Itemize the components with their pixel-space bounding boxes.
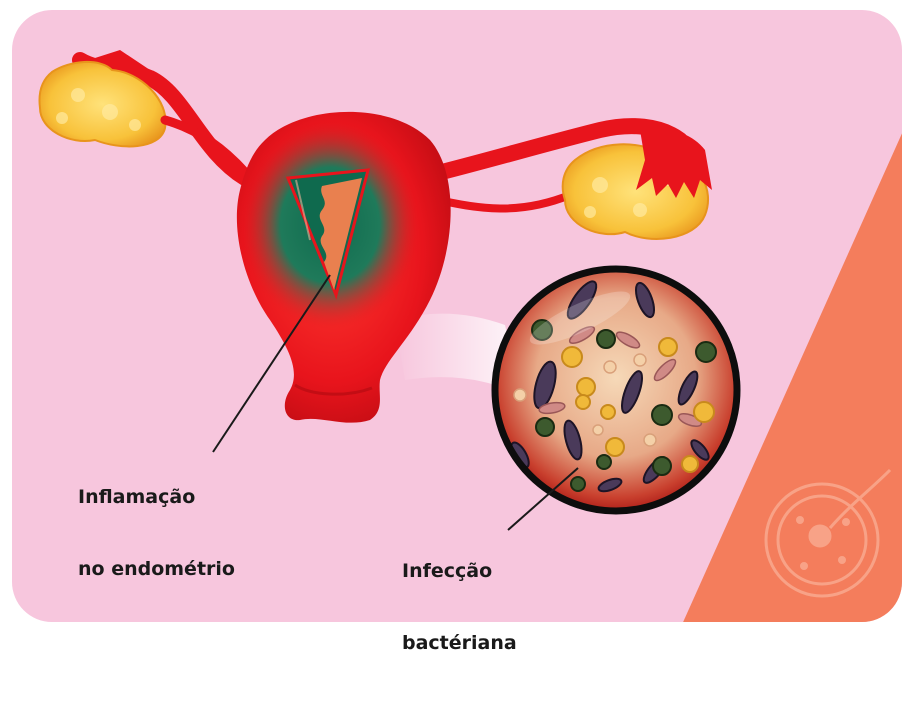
- inflammation-label-line-2: no endométrio: [78, 558, 235, 580]
- leader-line-inflammation: [212, 274, 331, 453]
- accent-corner: [680, 120, 902, 622]
- infection-label-line-2: bactériana: [402, 632, 517, 654]
- infection-label-line-1: Infecção: [402, 560, 493, 582]
- bacteria-magnifier-icon: [491, 265, 741, 515]
- endometrium-layer: [319, 178, 362, 290]
- inflammation-label: Inflamação no endométrio: [78, 437, 235, 629]
- inflammation-label-line-1: Inflamação: [78, 486, 196, 508]
- infection-label: Infecção bactériana: [402, 511, 517, 703]
- magnify-beam: [395, 313, 520, 395]
- right-fimbriae: [636, 128, 712, 198]
- ovary-icon-left: [38, 60, 167, 148]
- uterus-diagram: [12, 10, 902, 622]
- sperm-egg-watermark-icon: [764, 468, 892, 598]
- leader-line-infection: [507, 467, 579, 531]
- illustration-canvas: Inflamação no endométrio Infecção bactér…: [12, 10, 902, 654]
